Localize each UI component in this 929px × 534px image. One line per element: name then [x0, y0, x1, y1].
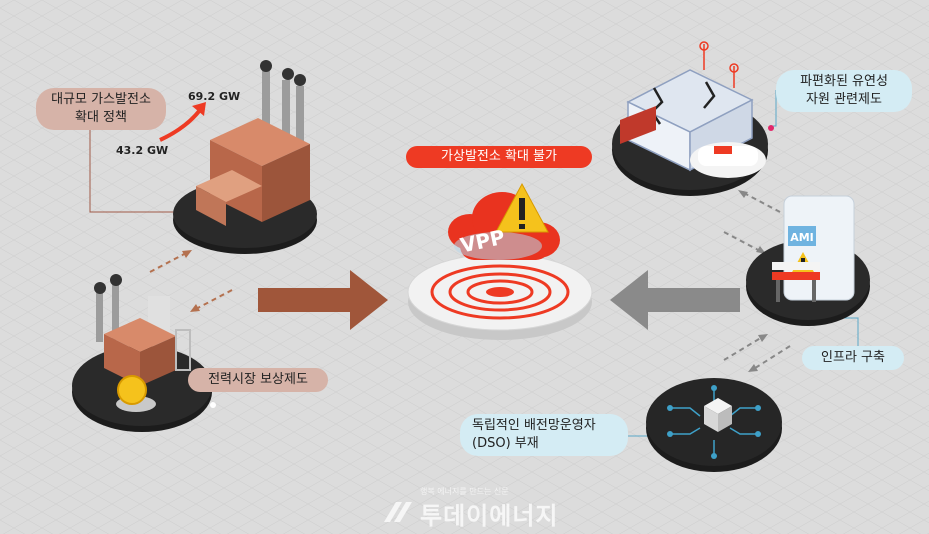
dso-network-illustration	[646, 378, 782, 472]
dashed-arrows	[149, 190, 791, 372]
ami-badge-text: AMI	[790, 231, 814, 244]
flex-resource-label: 파편화된 유연성 자원 관련제도	[776, 70, 912, 112]
infra-build-label: 인프라 구축	[802, 346, 904, 370]
gas-plant-illustration	[173, 60, 317, 254]
flex-resource-line1: 파편화된 유연성	[800, 74, 888, 89]
growth-arrow	[159, 108, 202, 142]
todayenergy-logo-icon	[384, 502, 412, 522]
damaged-house-illustration	[612, 41, 768, 196]
watermark-tagline: 행복 에너지를 만드는 신문	[420, 487, 509, 496]
ami-infra-illustration	[746, 195, 870, 326]
power-market-label: 전력시장 보상제도	[188, 368, 328, 392]
gw-high-value: 69.2 GW	[188, 90, 241, 103]
dso-absent-line1: 독립적인 배전망운영자	[472, 418, 596, 433]
arrow-left-gray	[610, 270, 740, 330]
flex-resource-line2: 자원 관련제도	[806, 92, 882, 107]
gas-policy-line1: 대규모 가스발전소	[51, 92, 151, 107]
vpp-center-title: 가상발전소 확대 불가	[406, 146, 592, 168]
dso-absent-label: 독립적인 배전망운영자 (DSO) 부재	[460, 414, 628, 456]
growth-arrow-head	[192, 102, 206, 116]
warning-icon	[495, 182, 549, 233]
dso-absent-line2: (DSO) 부재	[472, 436, 539, 451]
gas-policy-line2: 확대 정책	[75, 110, 127, 125]
vpp-platform	[407, 253, 593, 340]
power-market-illustration	[72, 274, 212, 432]
gw-low-value: 43.2 GW	[116, 144, 169, 157]
arrow-right-brown	[258, 270, 388, 330]
watermark-brand: 투데이에너지	[420, 502, 559, 530]
todayenergy-watermark: 행복 에너지를 만드는 신문 투데이에너지	[380, 486, 640, 530]
gas-policy-label: 대규모 가스발전소 확대 정책	[36, 88, 166, 130]
